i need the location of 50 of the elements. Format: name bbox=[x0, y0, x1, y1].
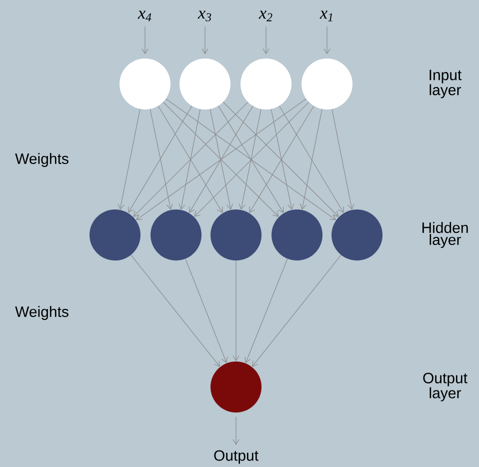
input-symbol: x$_{4}$ bbox=[138, 10, 152, 22]
arrow bbox=[278, 106, 344, 213]
arrow bbox=[194, 102, 310, 217]
arrow bbox=[142, 26, 148, 54]
hidden-neuron bbox=[332, 210, 382, 260]
arrow bbox=[210, 108, 233, 210]
arrow bbox=[270, 108, 294, 210]
hidden-neuron bbox=[90, 210, 140, 260]
arrow bbox=[244, 258, 288, 364]
arrow bbox=[332, 108, 354, 210]
arrow bbox=[158, 106, 223, 213]
arrow bbox=[166, 98, 336, 220]
arrow bbox=[202, 26, 208, 54]
input-symbol: x$_{3}$ bbox=[198, 10, 212, 22]
arrow bbox=[238, 108, 262, 210]
input-neuron bbox=[180, 58, 230, 110]
arrow bbox=[185, 258, 228, 364]
arrow bbox=[324, 26, 330, 54]
input-neuron bbox=[240, 58, 292, 110]
arrow bbox=[133, 102, 248, 217]
output-neuron bbox=[210, 362, 262, 412]
arrow bbox=[189, 106, 254, 213]
arrow bbox=[178, 108, 200, 210]
arrow bbox=[252, 254, 342, 367]
output-label: Output bbox=[214, 450, 258, 464]
hidden-neuron bbox=[210, 210, 262, 260]
arrow bbox=[150, 108, 173, 210]
arrow bbox=[130, 254, 220, 367]
layer-label: Hidden layer bbox=[422, 222, 468, 248]
layer-label: Input layer bbox=[430, 70, 462, 98]
arrow bbox=[162, 102, 279, 217]
arrow bbox=[249, 106, 314, 213]
layer-label: Weights bbox=[15, 306, 68, 320]
arrow bbox=[300, 108, 322, 210]
arrow bbox=[118, 108, 140, 210]
arrow bbox=[128, 106, 192, 213]
hidden-neuron bbox=[150, 210, 202, 260]
layer-label: Weights bbox=[15, 153, 68, 167]
input-neuron bbox=[302, 58, 352, 110]
hidden-neuron bbox=[272, 210, 322, 260]
input-symbol: x$_{2}$ bbox=[258, 10, 272, 22]
arrow bbox=[232, 416, 240, 445]
input-symbol: x$_{1}$ bbox=[320, 10, 332, 22]
arrow bbox=[232, 260, 240, 362]
arrow bbox=[218, 106, 284, 214]
input-neuron bbox=[120, 58, 170, 110]
arrow bbox=[222, 102, 339, 217]
layer-label: Output layer bbox=[423, 372, 468, 402]
arrow bbox=[136, 98, 306, 220]
arrow bbox=[262, 26, 270, 54]
